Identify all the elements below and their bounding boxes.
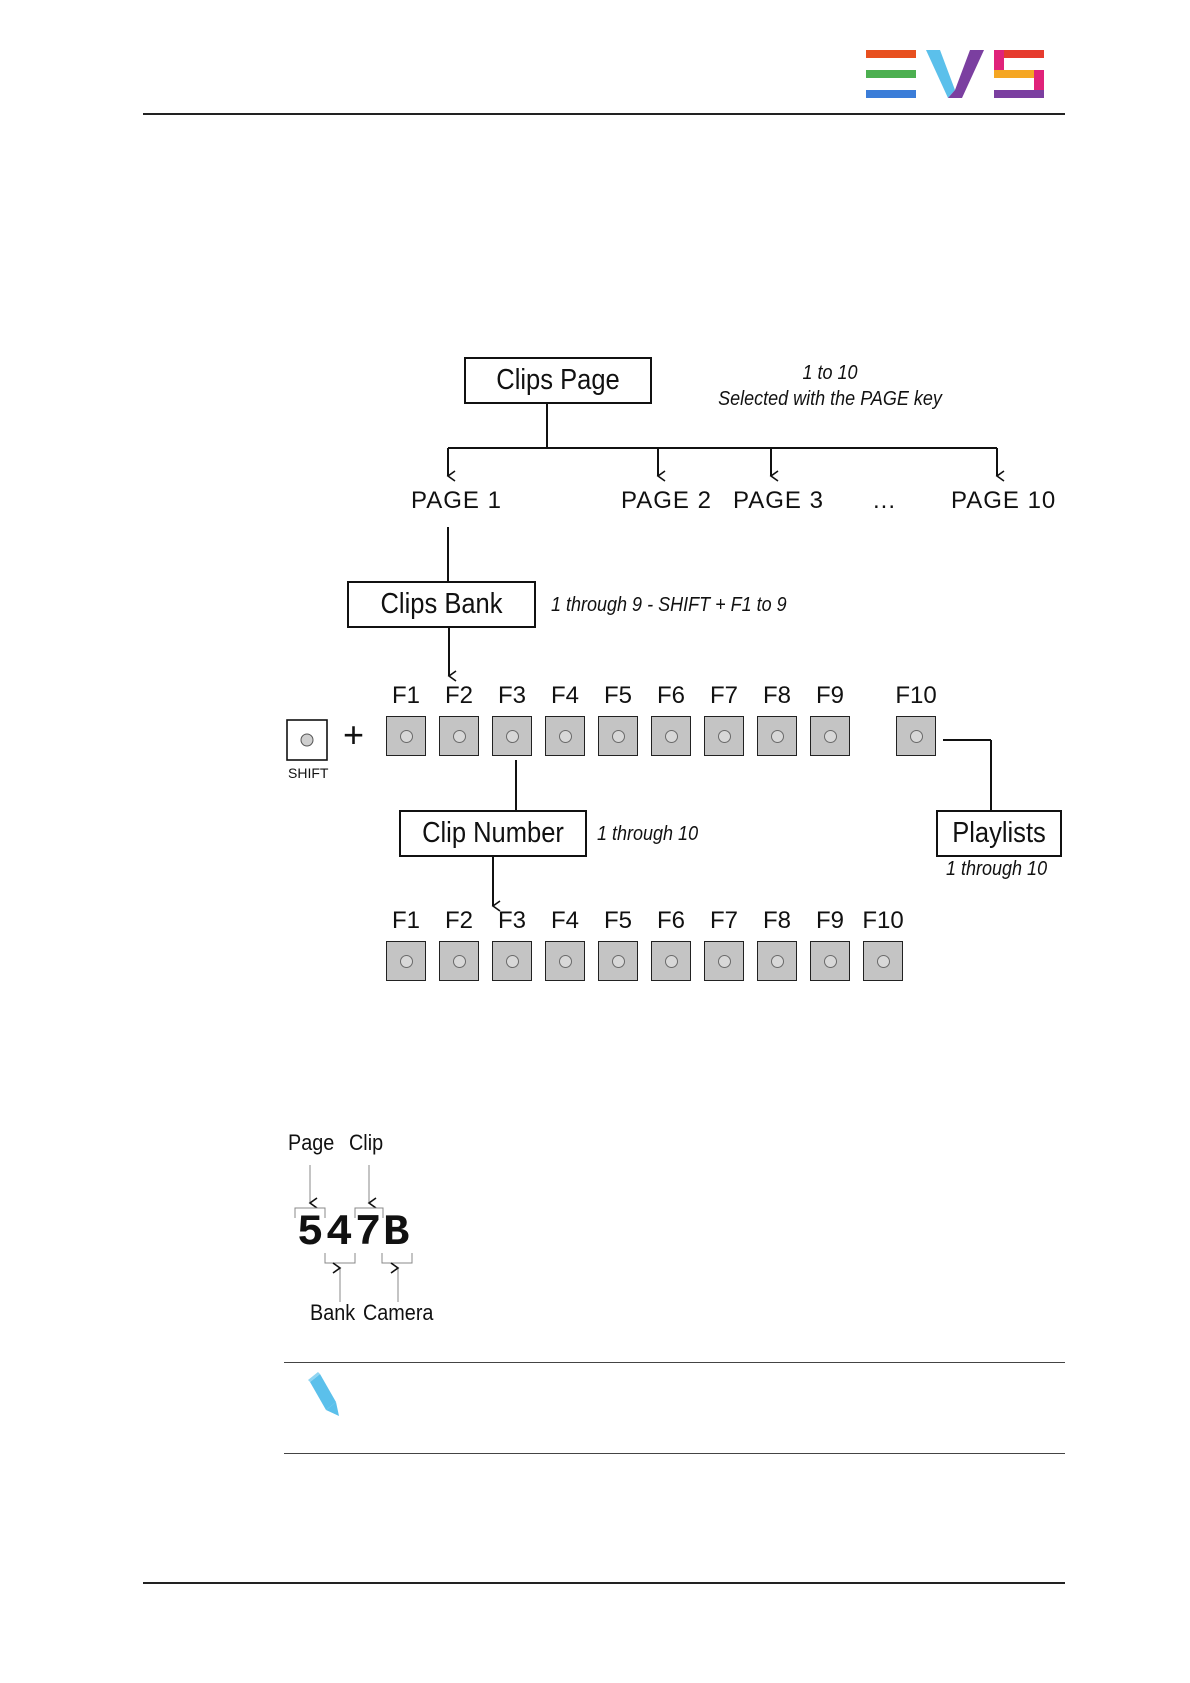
note-top-rule	[284, 1362, 1065, 1363]
bank-keys-label-f2: F2	[434, 682, 484, 710]
key-led-icon	[771, 730, 784, 743]
clip-id-page-label: Page	[288, 1130, 334, 1156]
page-3-label: PAGE 3	[733, 487, 824, 515]
clip-keys-button-f10[interactable]	[863, 941, 903, 981]
clip-keys-button-f4[interactable]	[545, 941, 585, 981]
key-led-icon	[453, 730, 466, 743]
clip-id-char-clip: 7	[355, 1208, 381, 1258]
page-2-label: PAGE 2	[621, 487, 712, 515]
clip-keys-label-f8: F8	[752, 907, 802, 935]
clip-keys-label-f4: F4	[540, 907, 590, 935]
note-bottom-rule	[284, 1453, 1065, 1454]
bank-keys-button-f9[interactable]	[810, 716, 850, 756]
bank-keys-label-f1: F1	[381, 682, 431, 710]
key-led-icon	[453, 955, 466, 968]
key-led-icon	[400, 730, 413, 743]
key-led-icon	[559, 730, 572, 743]
clip-keys-button-f7[interactable]	[704, 941, 744, 981]
bank-keys-button-f1[interactable]	[386, 716, 426, 756]
key-led-icon	[877, 955, 890, 968]
clip-keys-button-f9[interactable]	[810, 941, 850, 981]
page-ellipsis: ...	[873, 487, 896, 515]
bank-keys-button-f7[interactable]	[704, 716, 744, 756]
page-10-label: PAGE 10	[951, 487, 1056, 515]
key-led-icon	[824, 730, 837, 743]
key-led-icon	[824, 955, 837, 968]
clip-id-char-bank: 4	[326, 1208, 352, 1258]
pencil-icon	[306, 1372, 342, 1418]
bank-keys-label-f6: F6	[646, 682, 696, 710]
key-led-icon	[612, 730, 625, 743]
key-led-icon	[612, 955, 625, 968]
clips-page-label: Clips Page	[476, 358, 640, 403]
clip-keys-button-f1[interactable]	[386, 941, 426, 981]
clip-keys-label-f7: F7	[699, 907, 749, 935]
clip-keys-label-f5: F5	[593, 907, 643, 935]
clip-keys-label-f1: F1	[381, 907, 431, 935]
bank-keys-label-f5: F5	[593, 682, 643, 710]
bank-keys-label-f8: F8	[752, 682, 802, 710]
key-led-icon	[910, 730, 923, 743]
bank-keys-button-f3[interactable]	[492, 716, 532, 756]
clip-keys-label-f2: F2	[434, 907, 484, 935]
bank-keys-label-f3: F3	[487, 682, 537, 710]
clip-keys-button-f2[interactable]	[439, 941, 479, 981]
plus-sign: +	[343, 714, 364, 756]
key-led-icon	[771, 955, 784, 968]
clip-id-bank-label: Bank	[310, 1300, 355, 1326]
clip-keys-label-f9: F9	[805, 907, 855, 935]
clip-number-note: 1 through 10	[597, 823, 698, 846]
clip-id-clip-label: Clip	[349, 1130, 383, 1156]
key-led-icon	[506, 730, 519, 743]
bank-keys-label-f7: F7	[699, 682, 749, 710]
clips-page-note-line2: Selected with the PAGE key	[704, 386, 956, 412]
clip-keys-button-f6[interactable]	[651, 941, 691, 981]
key-led-icon	[665, 955, 678, 968]
bank-keys-button-f10[interactable]	[896, 716, 936, 756]
clip-keys-label-f10: F10	[858, 907, 908, 935]
page-1-label: PAGE 1	[411, 487, 502, 515]
bank-keys-button-f4[interactable]	[545, 716, 585, 756]
bank-keys-label-f4: F4	[540, 682, 590, 710]
footer-rule	[143, 1582, 1065, 1584]
clip-id-char-page: 5	[297, 1208, 323, 1258]
playlists-label: Playlists	[944, 811, 1053, 856]
clip-keys-label-f3: F3	[487, 907, 537, 935]
key-led-icon	[506, 955, 519, 968]
clip-number-label: Clip Number	[411, 811, 575, 856]
clips-bank-label: Clips Bank	[359, 582, 524, 627]
clips-bank-note: 1 through 9 - SHIFT + F1 to 9	[551, 594, 787, 617]
clip-keys-button-f5[interactable]	[598, 941, 638, 981]
shift-label: SHIFT	[288, 765, 328, 781]
playlists-note: 1 through 10	[946, 858, 1047, 881]
key-led-icon	[559, 955, 572, 968]
clip-keys-button-f3[interactable]	[492, 941, 532, 981]
key-led-icon	[718, 730, 731, 743]
bank-keys-button-f8[interactable]	[757, 716, 797, 756]
key-led-icon	[718, 955, 731, 968]
clip-keys-button-f8[interactable]	[757, 941, 797, 981]
key-led-icon	[665, 730, 678, 743]
key-led-icon	[400, 955, 413, 968]
bank-keys-label-f10: F10	[891, 682, 941, 710]
clips-page-note-line1: 1 to 10	[740, 360, 920, 386]
clip-keys-label-f6: F6	[646, 907, 696, 935]
clip-id-camera-label: Camera	[363, 1300, 433, 1326]
bank-keys-label-f9: F9	[805, 682, 855, 710]
bank-keys-button-f5[interactable]	[598, 716, 638, 756]
bank-keys-button-f6[interactable]	[651, 716, 691, 756]
bank-keys-button-f2[interactable]	[439, 716, 479, 756]
clip-id-char-camera: B	[383, 1208, 409, 1258]
